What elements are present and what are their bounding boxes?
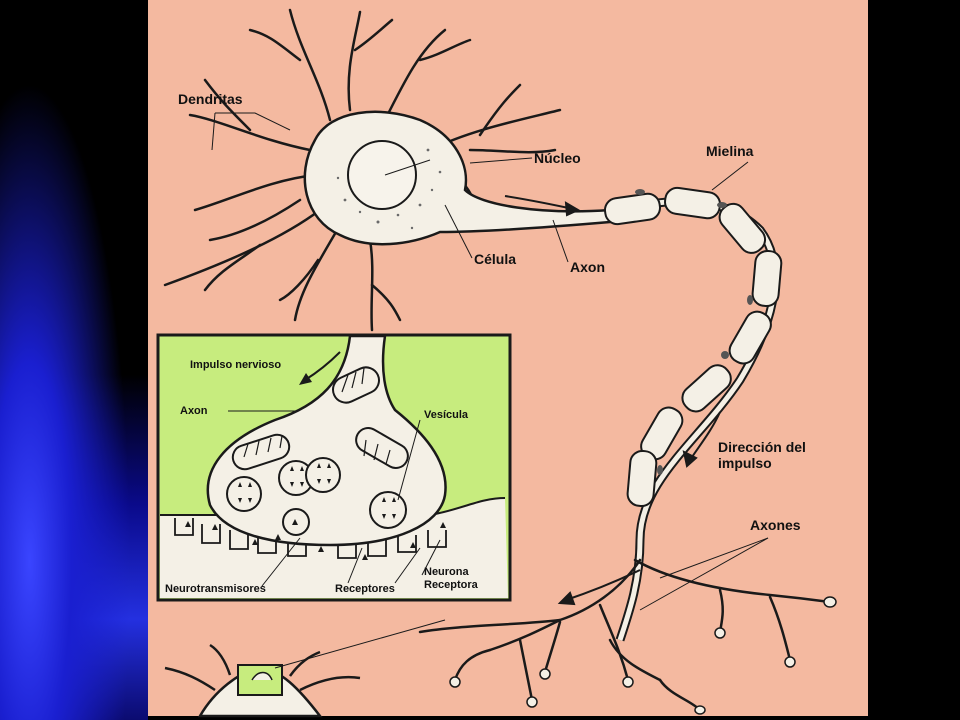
synapse-inset: Impulso nervioso Axon Vesícula Neurotran… xyxy=(156,333,512,602)
label-celula: Célula xyxy=(474,251,516,267)
inset-label-impulso: Impulso nervioso xyxy=(190,359,281,371)
inset-label-axon: Axon xyxy=(180,405,208,417)
right-backdrop xyxy=(868,0,960,720)
label-axon: Axon xyxy=(570,259,605,275)
terminal-boutons xyxy=(449,596,837,715)
inset-label-receptores: Receptores xyxy=(335,583,395,595)
inset-label-vesicula: Vesícula xyxy=(424,409,469,421)
label-direccion-line2: impulso xyxy=(718,455,772,471)
main-axon xyxy=(608,196,780,642)
label-nucleo: Núcleo xyxy=(534,150,581,166)
schwann-nuclei xyxy=(635,189,753,475)
cell-granules xyxy=(336,148,442,230)
synaptic-vesicles xyxy=(226,457,407,536)
inset-label-neurona-line2: Receptora xyxy=(424,579,479,591)
impulse-arrows xyxy=(504,195,721,606)
label-leaders xyxy=(211,112,769,611)
inset-label-neurona-line1: Neurona xyxy=(424,566,470,578)
neurotransmitter-molecules xyxy=(185,463,446,560)
left-backdrop xyxy=(0,0,148,720)
label-direccion-line1: Dirección del xyxy=(718,439,806,455)
dendrites xyxy=(163,8,562,332)
zoom-leader-line xyxy=(274,619,446,669)
label-axones: Axones xyxy=(750,517,801,533)
inset-label-neurotransmisores: Neurotransmisores xyxy=(165,583,266,595)
nucleus xyxy=(347,140,417,210)
axon-terminals xyxy=(418,558,832,712)
label-mielina: Mielina xyxy=(706,143,754,159)
label-dendritas: Dendritas xyxy=(178,91,243,107)
receiving-neuron xyxy=(164,643,361,718)
myelin-sheaths xyxy=(604,186,783,508)
